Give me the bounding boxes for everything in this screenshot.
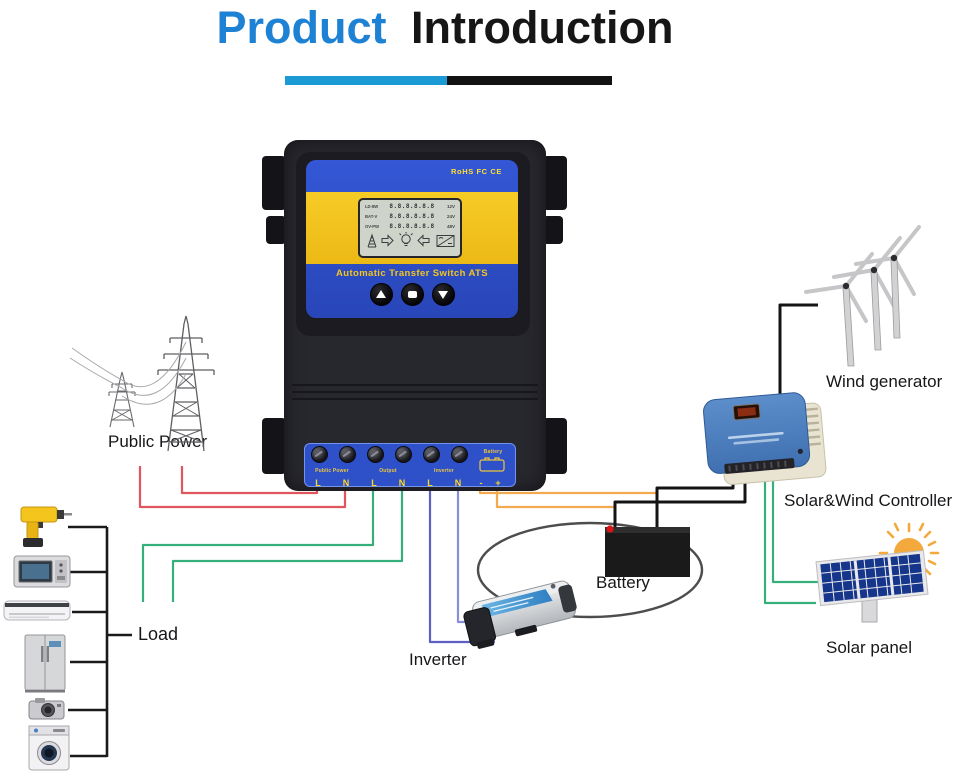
lcd-digits: 8.8.8.8.8.8 [389, 223, 435, 230]
solar-wind-controller-label: Solar&Wind Controller [784, 491, 953, 510]
pin-label: - [479, 478, 483, 488]
pin-label: L [427, 478, 433, 488]
terminal-screw [394, 446, 412, 463]
inverter-grid-icon [436, 235, 455, 247]
battery-cable-loop [476, 521, 704, 619]
lcd-left-label: LD-8W [365, 204, 379, 209]
load-label: Load [138, 624, 179, 644]
wire-controller-to-solar-2 [771, 476, 818, 584]
wind-generator-label: Wind generator [826, 372, 943, 391]
power-towers-icon [69, 315, 215, 452]
solar-panel-icon [815, 549, 929, 623]
load-bus [68, 525, 132, 758]
arrow-right-icon [381, 234, 394, 247]
lcd-left-label: BAT-V [365, 214, 378, 219]
arrow-left-icon [417, 234, 430, 247]
terminal-screw [450, 446, 468, 463]
mounting-tab [262, 418, 286, 474]
lcd-row: BAT-V 8.8.8.8.8.8 24V [360, 213, 460, 220]
title-word-product: Product [216, 2, 387, 53]
solar-panel-label: Solar panel [826, 638, 913, 657]
terminal-group-battery: Battery [483, 449, 503, 455]
wind-turbines-icon [804, 225, 921, 367]
lcd-digits: 8.8.8.8.8.8 [389, 203, 435, 210]
lcd-right-label: 12V [446, 204, 455, 209]
battery-positive-terminal [606, 525, 614, 533]
wire-output-l [141, 470, 375, 602]
title-word-introduction: Introduction [411, 2, 674, 53]
pin-label: L [371, 478, 377, 488]
mounting-tab [543, 216, 563, 244]
pin-label: N [454, 478, 462, 488]
camera-icon [27, 694, 67, 722]
controller-device [703, 392, 827, 485]
terminal-screw [310, 446, 328, 463]
terminal-group-output: Output [379, 468, 397, 474]
battery-box [605, 525, 690, 577]
up-button [369, 283, 393, 306]
certification-marks: RoHS FC CE [451, 167, 502, 176]
body-ridge [292, 391, 538, 393]
air-conditioner-icon [3, 596, 73, 626]
terminal-screw [366, 446, 384, 463]
body-ridge [292, 384, 538, 386]
battery-terminal-icon [479, 457, 505, 472]
up-arrow-icon [376, 290, 386, 298]
battery-label: Battery [596, 573, 650, 592]
select-button [400, 283, 424, 306]
pin-label: L [315, 478, 321, 488]
terminal-screw [422, 446, 440, 463]
lcd-digits: 8.8.8.8.8.8 [389, 213, 435, 220]
lcd-left-label: OV-PW [365, 224, 379, 229]
pin-label: + [495, 478, 501, 488]
terminal-screw [338, 446, 356, 463]
lcd-display: LD-8W 8.8.8.8.8.8 12V BAT-V 8.8.8.8.8.8 … [358, 198, 462, 258]
ats-body: RoHS FC CE LD-8W 8.8.8.8.8.8 12V BAT-V 8… [284, 140, 546, 491]
lcd-row: OV-PW 8.8.8.8.8.8 48V [360, 223, 460, 230]
mounting-tab [266, 216, 286, 244]
lcd-status-icons [360, 232, 460, 254]
washing-machine-icon [27, 724, 71, 772]
terminal-group-public-power: Public Power [315, 468, 349, 474]
wire-controller-to-solar-1 [763, 476, 816, 605]
down-arrow-icon [438, 291, 448, 299]
lcd-right-label: 24V [446, 214, 455, 219]
lcd-right-label: 48V [446, 224, 455, 229]
drill-icon [13, 498, 73, 550]
wire-wind-to-controller [778, 303, 818, 398]
mounting-tab [543, 156, 567, 210]
ats-device: RoHS FC CE LD-8W 8.8.8.8.8.8 12V BAT-V 8… [262, 138, 567, 493]
bulb-icon [401, 234, 411, 244]
wire-battery-to-controller-1 [613, 468, 747, 529]
pin-label: N [398, 478, 406, 488]
refrigerator-icon [21, 634, 69, 694]
terminal-group-inverter: Inverter [434, 468, 454, 474]
terminal-panel: Public Power Output Inverter Battery L N… [304, 443, 516, 488]
mounting-tab [543, 418, 567, 474]
product-name-label: Automatic Transfer Switch ATS [335, 268, 488, 279]
lcd-row: LD-8W 8.8.8.8.8.8 12V [360, 203, 460, 210]
wire-output-n [171, 470, 404, 602]
power-tower-icon [367, 233, 377, 248]
yellow-band: LD-8W 8.8.8.8.8.8 12V BAT-V 8.8.8.8.8.8 … [306, 192, 518, 264]
pin-label: N [342, 478, 350, 488]
inverter-device [463, 580, 577, 649]
button-row [306, 283, 518, 306]
page-title: Product Introduction [0, 2, 890, 54]
microwave-icon [13, 551, 71, 591]
title-underline-bar [285, 76, 612, 85]
mounting-tab [262, 156, 286, 210]
select-icon [407, 291, 417, 298]
front-panel: RoHS FC CE LD-8W 8.8.8.8.8.8 12V BAT-V 8… [306, 160, 518, 318]
inverter-label: Inverter [409, 650, 467, 669]
body-ridge [292, 398, 538, 400]
down-button [431, 283, 455, 306]
